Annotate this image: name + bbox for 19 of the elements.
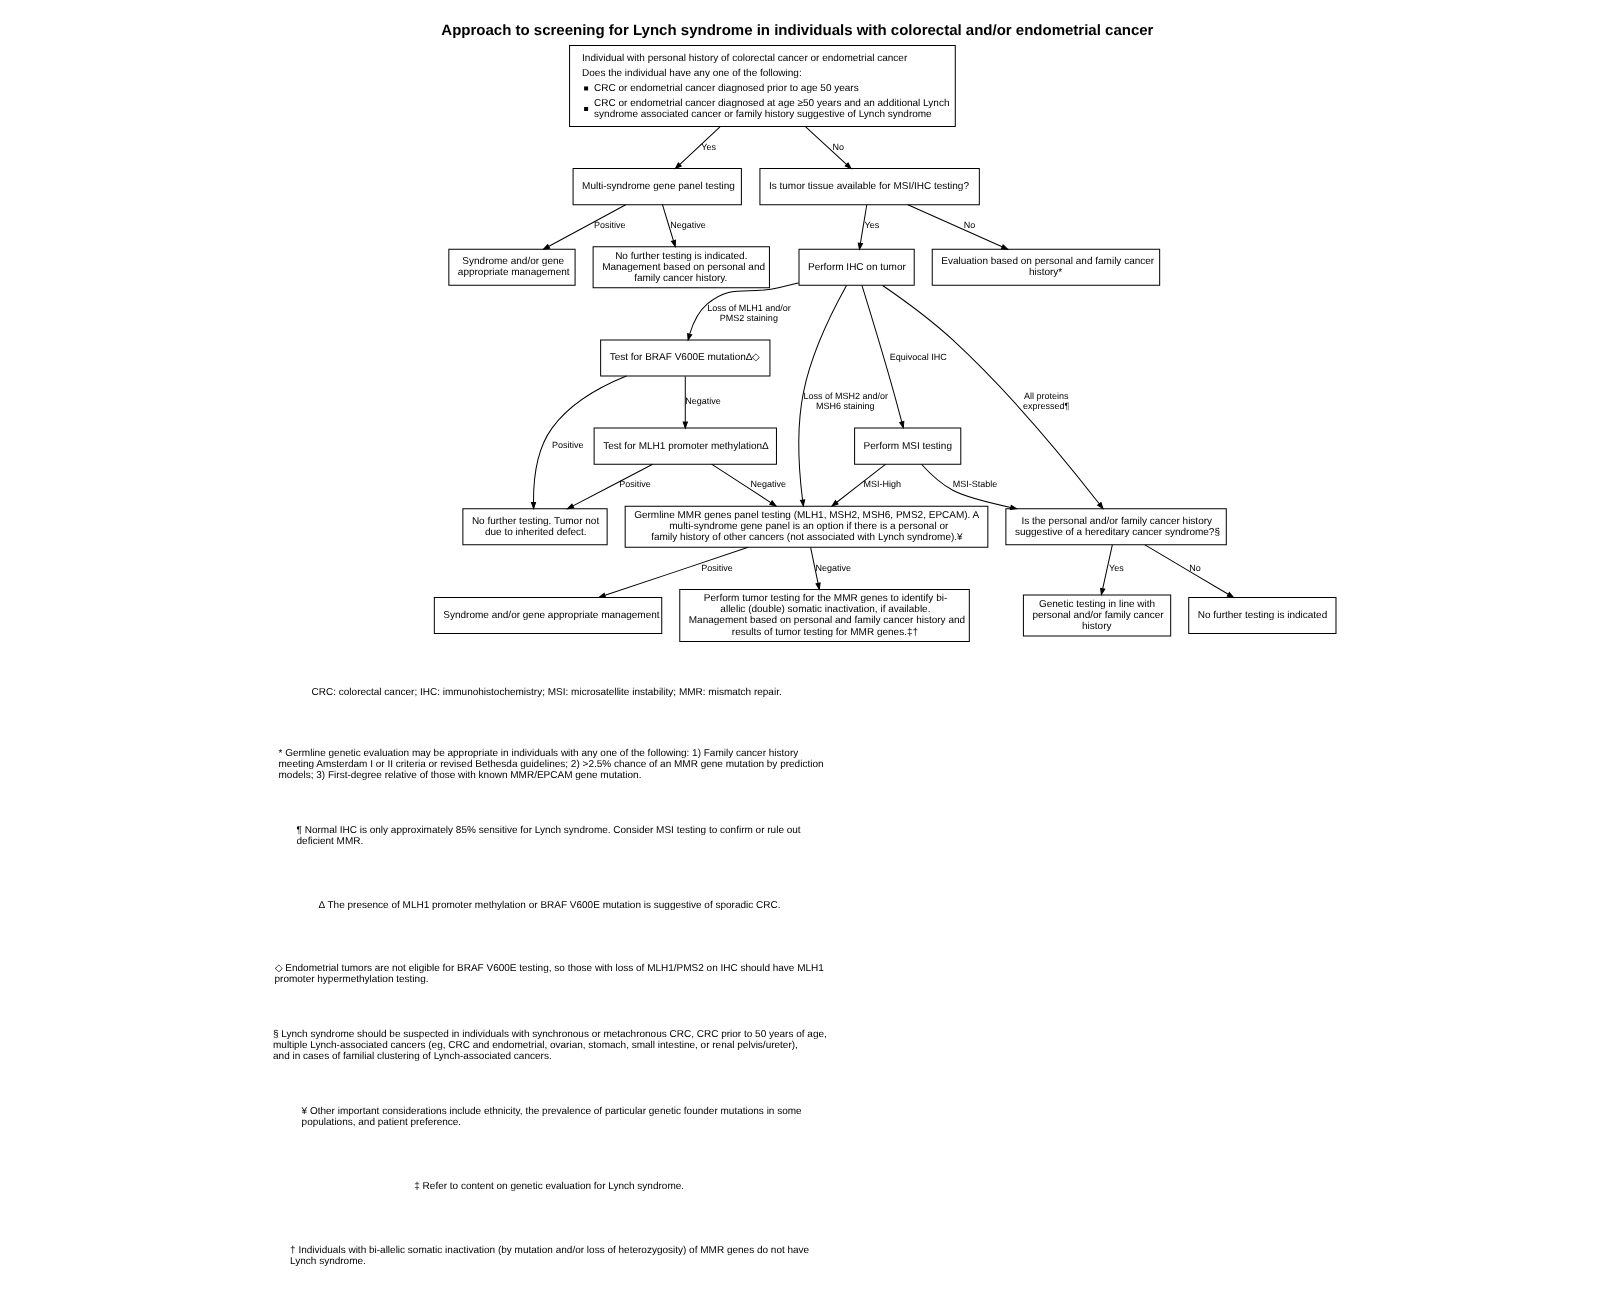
arrow: [542, 204, 627, 250]
arrow: [674, 126, 721, 170]
arrow: [711, 463, 777, 507]
arrow: [687, 282, 800, 341]
arrow: [920, 463, 1018, 510]
arrow: [907, 204, 1009, 250]
arrow: [1144, 544, 1234, 598]
arrow: [861, 284, 905, 429]
arrow: [857, 204, 868, 250]
arrow: [530, 375, 627, 509]
arrow: [798, 285, 847, 507]
arrow: [882, 285, 1104, 510]
arrow: [1100, 544, 1113, 596]
arrow: [831, 463, 887, 507]
arrow: [567, 463, 654, 510]
arrow: [598, 546, 749, 598]
arrow: [810, 546, 821, 590]
arrow: [661, 204, 676, 247]
arrow: [805, 126, 852, 170]
